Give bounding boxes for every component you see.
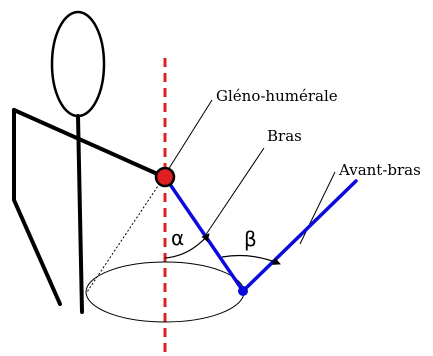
left-arm: [12, 108, 62, 306]
elbow-joint: [238, 286, 248, 296]
gleno-leader: [167, 99, 213, 171]
alpha-arc: [164, 233, 210, 259]
stick-figure: [12, 10, 164, 314]
label-beta: β: [244, 227, 257, 251]
shoulder-joint: [154, 166, 176, 188]
head: [50, 10, 106, 118]
shoulder-line: [12, 108, 164, 178]
label-avant-bras: Avant-bras: [338, 161, 421, 179]
leader-lines: [167, 99, 336, 245]
bras-leader: [204, 147, 265, 237]
label-alpha: α: [171, 226, 184, 250]
arm: [163, 175, 358, 293]
label-bras: Bras: [267, 127, 302, 145]
forearm: [241, 179, 358, 293]
beta-arc: [221, 254, 281, 265]
cone-line: [86, 179, 163, 293]
label-gleno-humerale: Gléno-humérale: [216, 87, 338, 105]
torso: [76, 114, 84, 314]
